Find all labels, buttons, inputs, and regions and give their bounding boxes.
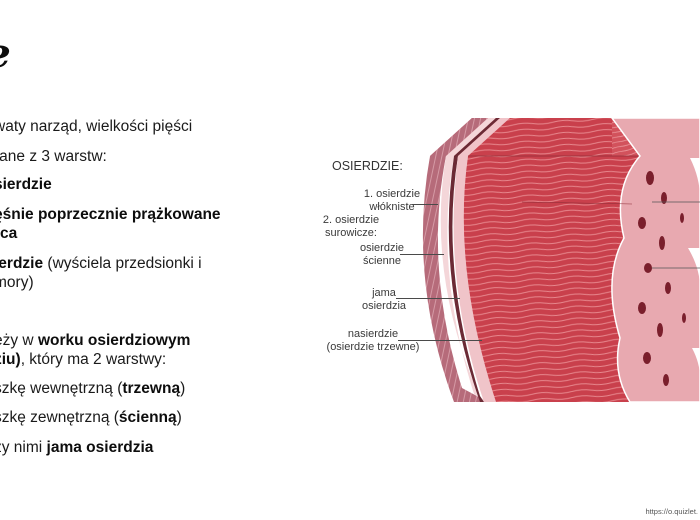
bullet-text: ) (180, 380, 186, 397)
bullet-text: (wyściela przedsionki i (43, 255, 202, 272)
bullet-item: ziu), który ma 2 warstwy: (0, 350, 166, 369)
bullet-text-bold: ęśnie poprzecznie prążkowane (0, 206, 221, 223)
bullet-text-bold: ścienną (118, 409, 177, 426)
bullet-text: ) (176, 409, 182, 426)
trabeculae-holes (638, 171, 686, 386)
myocardium-layer (463, 118, 640, 402)
label-line: jama (372, 287, 396, 299)
bullet-item: rane z 3 warstw: (0, 147, 107, 166)
label-parietal-pericardium: osierdzie ścienne (354, 242, 410, 268)
leader-line (398, 340, 482, 341)
label-line: włókniste (369, 201, 415, 213)
leader-line (396, 298, 460, 299)
bullet-item: waty narząd, wielkości pięści (0, 117, 192, 136)
diagram-heading: OSIERDZIE: (332, 159, 403, 173)
bullet-text: mory) (0, 274, 34, 291)
bullet-item: szkę zewnętrzną (ścienną) (0, 408, 182, 427)
label-line: 2. osierdzie (322, 214, 380, 226)
cavity-line (448, 118, 500, 402)
leader-line (412, 204, 438, 205)
bullet-item: ęśnie poprzecznie prążkowane (0, 205, 221, 224)
label-line: (osierdzie trzewne) (326, 341, 420, 353)
bullet-item: mory) (0, 273, 34, 292)
bullet-item: rca (0, 224, 17, 243)
leader-line (400, 254, 444, 255)
bullet-text-bold: ierdzie (0, 255, 44, 272)
bullet-text: eży w (0, 332, 34, 349)
bullet-text: , który ma 2 warstwy: (20, 351, 167, 368)
bullet-text-bold: trzewną (122, 380, 181, 397)
endocardium-trabeculae (611, 118, 700, 402)
bullet-text: szkę zewnętrzną ( (0, 409, 119, 426)
bullet-item: sierdzie (0, 175, 52, 194)
bullet-text: waty narząd, wielkości pięści (0, 118, 193, 135)
bullet-text-bold: sierdzie (0, 176, 52, 193)
pericardium-diagram: OSIERDZIE: 1. osierdzie włókniste 2. osi… (312, 118, 700, 402)
epicardium-layer (453, 118, 510, 402)
trabeculae-gaps (688, 158, 700, 378)
bullet-text: zy nimi (0, 439, 43, 456)
bullet-text: rane z 3 warstw: (0, 148, 107, 165)
label-pericardial-cavity: jama osierdzia (360, 287, 408, 313)
label-line: osierdzia (361, 300, 407, 312)
image-source-credit: https://o.quizlet. (645, 507, 698, 516)
label-fibrous-pericardium: 1. osierdzie włókniste (358, 188, 426, 214)
label-line: osierdzie (359, 242, 405, 254)
bullet-text-bold: worku osierdziowym (37, 332, 191, 349)
bullet-item: ierdzie (wyściela przedsionki i (0, 254, 202, 273)
label-line: ścienne (363, 255, 401, 267)
slide-title: ce (0, 30, 11, 77)
bullet-text: szkę wewnętrzną ( (0, 380, 123, 397)
label-line: surowicze: (325, 227, 377, 239)
label-line: nasierdzie (347, 328, 399, 340)
heart-wall-illustration (422, 118, 700, 402)
fibrous-pericardium-layer (422, 118, 488, 402)
bullet-item: eży w worku osierdziowym (0, 331, 190, 350)
bullet-text-bold: jama osierdzia (46, 439, 154, 456)
bullet-item: zy nimi jama osierdzia (0, 438, 153, 457)
bullet-item: szkę wewnętrzną (trzewną) (0, 379, 185, 398)
label-epicardium: nasierdzie (osierdzie trzewne) (318, 328, 428, 354)
bullet-text-bold: rca (0, 225, 18, 242)
bullet-text-bold: ziu) (0, 351, 21, 368)
label-line: 1. osierdzie (363, 188, 421, 200)
label-serous-pericardium: 2. osierdzie surowicze: (320, 214, 382, 240)
